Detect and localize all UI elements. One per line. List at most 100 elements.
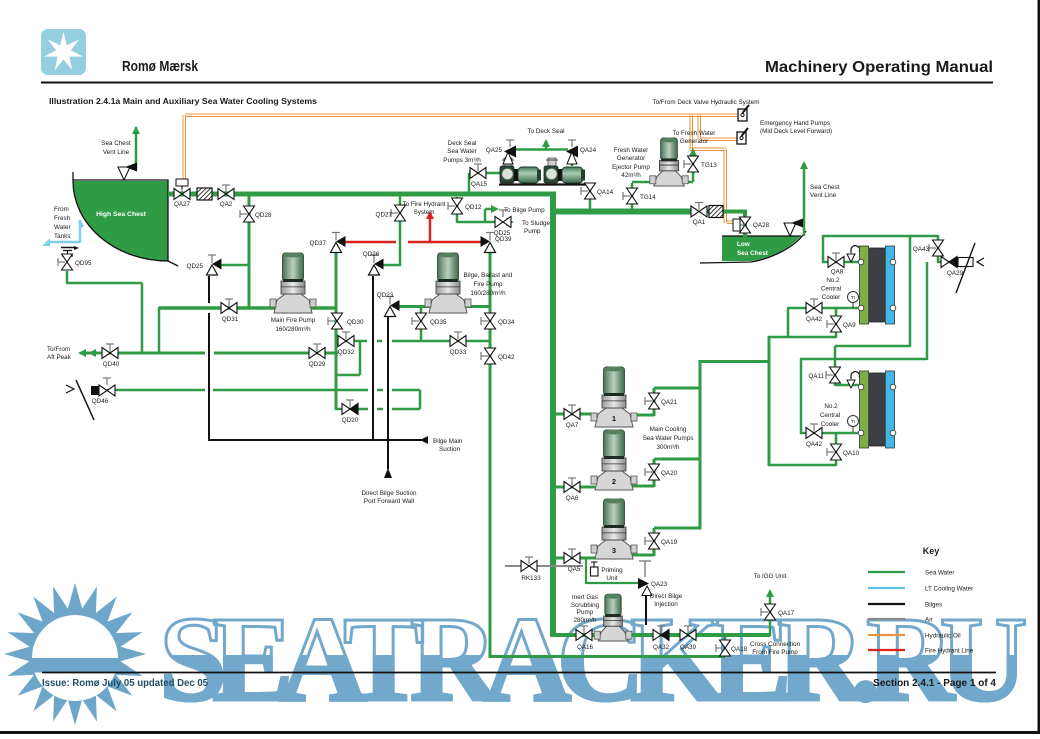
svg-text:Sea Chest: Sea Chest [101, 140, 131, 147]
svg-text:QA27: QA27 [174, 201, 191, 208]
svg-text:Direct Bilge Suction: Direct Bilge Suction [362, 490, 417, 497]
svg-text:Cooler: Cooler [821, 421, 840, 428]
svg-text:To Sludge: To Sludge [522, 220, 551, 227]
svg-text:Air: Air [925, 617, 933, 624]
svg-text:Cross Connection: Cross Connection [750, 641, 801, 648]
svg-text:High Sea Chest: High Sea Chest [96, 211, 147, 218]
svg-text:Tanks: Tanks [54, 233, 70, 240]
svg-text:Aft Peak: Aft Peak [47, 354, 72, 361]
svg-text:To Deck Seal: To Deck Seal [527, 128, 564, 135]
svg-text:Inert Gas: Inert Gas [572, 594, 598, 601]
svg-text:To/From Deck Valve Hydraulic S: To/From Deck Valve Hydraulic System [653, 99, 760, 106]
svg-text:QA8: QA8 [831, 269, 844, 276]
svg-text:Pumps 3m³/h: Pumps 3m³/h [443, 157, 481, 164]
svg-text:QA24: QA24 [580, 147, 597, 154]
svg-text:QD95: QD95 [75, 260, 92, 267]
svg-text:Ejector Pump: Ejector Pump [612, 164, 650, 171]
svg-text:LT Cooling Water: LT Cooling Water [925, 586, 973, 593]
svg-text:Bilge Main: Bilge Main [433, 438, 463, 445]
svg-text:300m³/h: 300m³/h [656, 444, 680, 451]
svg-text:To IGG Unit: To IGG Unit [754, 573, 787, 580]
svg-text:Port Forward Wall: Port Forward Wall [364, 498, 414, 505]
svg-text:Bilge, Ballast and: Bilge, Ballast and [464, 272, 513, 279]
svg-text:Section 2.4.1 - Page 1 of 4: Section 2.4.1 - Page 1 of 4 [873, 678, 996, 689]
svg-text:QD26: QD26 [363, 251, 380, 258]
svg-text:QD28: QD28 [255, 212, 272, 219]
svg-text:QA42: QA42 [806, 441, 823, 448]
svg-text:QA43: QA43 [913, 246, 930, 253]
svg-text:QD25: QD25 [494, 230, 511, 237]
svg-text:To Bilge Pump: To Bilge Pump [504, 207, 545, 214]
svg-text:From: From [54, 206, 69, 213]
svg-text:Suction: Suction [439, 446, 461, 453]
svg-text:Injection: Injection [654, 601, 678, 608]
svg-text:QA39: QA39 [680, 644, 697, 651]
svg-text:Key: Key [923, 546, 940, 556]
svg-text:QD40: QD40 [103, 361, 120, 368]
svg-text:TI: TI [851, 295, 855, 301]
svg-text:QD37: QD37 [310, 240, 327, 247]
svg-text:QA18: QA18 [731, 646, 748, 653]
svg-text:Fresh Water: Fresh Water [614, 147, 648, 154]
svg-text:160/280m³/h: 160/280m³/h [470, 290, 506, 297]
svg-text:42m³/h: 42m³/h [621, 172, 641, 179]
svg-text:QA1: QA1 [693, 219, 706, 226]
svg-text:Scrubbing: Scrubbing [571, 602, 600, 609]
svg-text:Fresh: Fresh [54, 215, 71, 222]
svg-text:2: 2 [612, 477, 616, 486]
svg-text:TG13: TG13 [701, 162, 717, 169]
svg-text:3: 3 [612, 546, 616, 555]
svg-text:QA29: QA29 [947, 270, 964, 277]
svg-text:To/From: To/From [47, 346, 70, 353]
svg-text:QA9: QA9 [843, 322, 856, 329]
svg-text:No.2: No.2 [826, 277, 840, 284]
svg-text:QD27: QD27 [376, 212, 393, 219]
svg-text:QA6: QA6 [566, 495, 579, 502]
svg-text:Vent Line: Vent Line [103, 149, 130, 156]
svg-text:Main Cooling: Main Cooling [650, 426, 687, 433]
svg-text:Illustration 2.4.1a Main and A: Illustration 2.4.1a Main and Auxiliary S… [49, 96, 317, 106]
svg-text:Fire Hydrant Line: Fire Hydrant Line [925, 648, 974, 655]
svg-text:Sea Water: Sea Water [447, 148, 477, 155]
svg-text:QA42: QA42 [806, 316, 823, 323]
svg-text:No.2: No.2 [824, 403, 838, 410]
svg-text:Generator: Generator [680, 138, 708, 145]
svg-text:QA11: QA11 [808, 373, 824, 380]
svg-text:Bilges: Bilges [925, 602, 942, 609]
svg-text:Central: Central [820, 412, 840, 419]
svg-text:1: 1 [612, 414, 616, 423]
svg-text:Unit: Unit [606, 575, 617, 582]
svg-text:Priming: Priming [601, 567, 623, 574]
svg-text:Deck Seal: Deck Seal [448, 140, 477, 147]
svg-text:RK133: RK133 [521, 575, 541, 582]
svg-text:QA14: QA14 [597, 189, 614, 196]
svg-text:Generator: Generator [617, 155, 645, 162]
svg-text:QA32: QA32 [653, 644, 670, 651]
svg-text:Emergency Hand Pumps: Emergency Hand Pumps [760, 120, 830, 127]
svg-text:280m³/h: 280m³/h [573, 617, 597, 624]
svg-text:QA19: QA19 [661, 539, 678, 546]
svg-text:Fire Pump: Fire Pump [473, 281, 503, 288]
svg-text:Main Fire Pump: Main Fire Pump [271, 317, 316, 324]
svg-text:QD35: QD35 [430, 319, 447, 326]
svg-text:QA5: QA5 [568, 566, 581, 573]
svg-text:System: System [414, 209, 435, 216]
svg-text:QA21: QA21 [661, 399, 678, 406]
svg-text:QD32: QD32 [338, 349, 355, 356]
svg-text:Sea Water Pumps: Sea Water Pumps [643, 435, 694, 442]
svg-text:QD46: QD46 [92, 398, 109, 405]
svg-text:Pump: Pump [577, 609, 594, 616]
svg-text:QD34: QD34 [498, 319, 515, 326]
svg-text:QD29: QD29 [309, 361, 326, 368]
svg-text:Central: Central [821, 286, 841, 293]
svg-text:Pump: Pump [524, 228, 541, 235]
svg-text:Sea Chest: Sea Chest [737, 250, 769, 257]
svg-text:QD39: QD39 [495, 236, 512, 243]
svg-text:Hydraulic Oil: Hydraulic Oil [925, 633, 961, 640]
svg-text:Romø Mærsk: Romø Mærsk [122, 59, 199, 75]
svg-text:To Fresh Water: To Fresh Water [673, 130, 716, 137]
svg-text:QA28: QA28 [753, 222, 770, 229]
svg-text:QD30: QD30 [347, 319, 364, 326]
svg-text:QA25: QA25 [486, 147, 503, 154]
svg-text:QD31: QD31 [222, 316, 239, 323]
